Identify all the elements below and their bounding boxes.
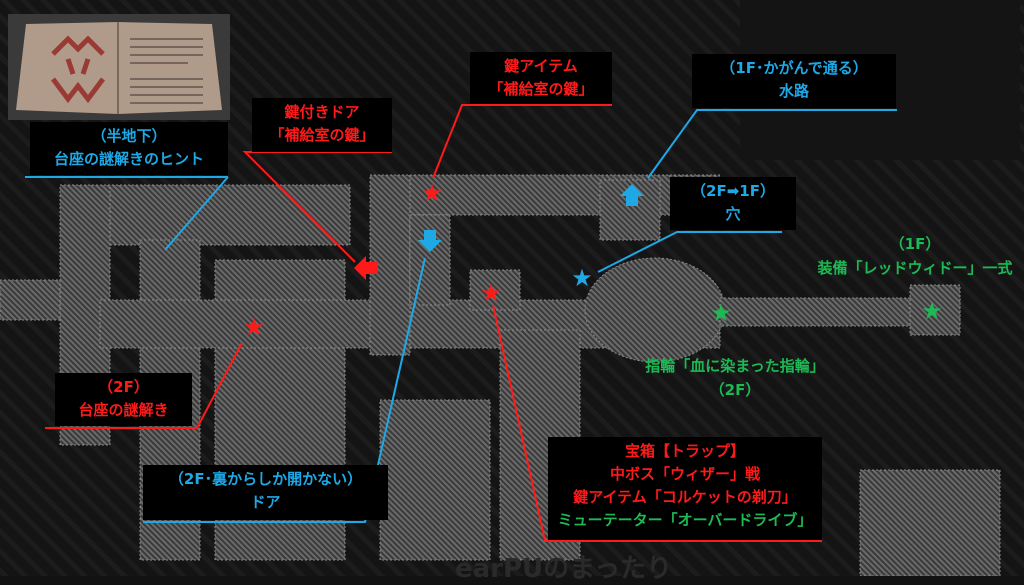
star-blue-hole: ★ (571, 264, 593, 292)
label-boss-line1: 宝箱【トラップ】 (624, 442, 745, 460)
star-red-key: ★ (421, 179, 443, 207)
arrow-down-icon (418, 230, 442, 252)
label-equipment-line2: 装備「レッドウィドー」一式 (817, 259, 1013, 277)
star-green-ring: ★ (710, 299, 732, 327)
arrow-left-icon (354, 256, 378, 280)
label-boss-line2: 中ボス「ウィザー」戦 (609, 465, 760, 483)
label-hint: （半地下） 台座の謎解きのヒント (30, 122, 228, 175)
label-ring-line2: （2F） (709, 381, 761, 399)
label-ring-line1: 指輪「血に染まった指輪」 (645, 357, 825, 375)
map-markers: ★ ★ ★ ★ ★ ★ (243, 179, 943, 341)
label-key-item-line1: 鍵アイテム (504, 57, 578, 75)
label-boss: 宝箱【トラップ】 中ボス「ウィザー」戦 鍵アイテム「コルケットの剃刀」 ミューテ… (548, 437, 822, 540)
label-one-way-door-line1: （2F･裏からしか開かない） (168, 470, 363, 488)
label-pedestal-line1: （2F） (98, 378, 149, 396)
label-hint-line1: （半地下） (91, 127, 167, 145)
label-locked-door: 鍵付きドア 「補給室の鍵」 (252, 98, 392, 152)
leader-lines (25, 104, 897, 542)
star-red-pedestal: ★ (243, 313, 265, 341)
label-pedestal: （2F） 台座の謎解き (55, 373, 192, 426)
watermark: earPUのまったり (455, 554, 673, 584)
label-key-item-line2: 「補給室の鍵」 (488, 80, 594, 98)
label-locked-door-line1: 鍵付きドア (284, 103, 360, 121)
arrow-up-icon (620, 184, 644, 206)
label-boss-line4: ミューテーター「オーバードライブ」 (557, 511, 813, 529)
label-waterway-line2: 水路 (778, 82, 809, 100)
label-waterway: （1F･かがんで通る） 水路 (692, 54, 896, 108)
label-one-way-door: （2F･裏からしか開かない） ドア (143, 465, 388, 520)
label-hole-line2: 穴 (725, 205, 741, 223)
label-hint-line2: 台座の謎解きのヒント (53, 150, 204, 168)
label-pedestal-line2: 台座の謎解き (78, 401, 169, 419)
book-hint-image (8, 14, 230, 120)
label-equipment-line1: （1F） (889, 235, 941, 253)
label-ring: 指輪「血に染まった指輪」 （2F） (615, 354, 855, 402)
label-key-item: 鍵アイテム 「補給室の鍵」 (470, 52, 612, 104)
star-green-equipment: ★ (921, 297, 943, 325)
label-equipment: （1F） 装備「レッドウィドー」一式 (800, 232, 1024, 280)
label-hole-line1: （2F➡1F） (691, 182, 775, 200)
label-one-way-door-line2: ドア (250, 493, 281, 511)
star-red-boss: ★ (480, 279, 502, 307)
label-hole: （2F➡1F） 穴 (670, 177, 796, 230)
label-locked-door-line2: 「補給室の鍵」 (269, 126, 375, 144)
label-boss-line3: 鍵アイテム「コルケットの剃刀」 (573, 488, 797, 506)
label-waterway-line1: （1F･かがんで通る） (720, 59, 868, 77)
